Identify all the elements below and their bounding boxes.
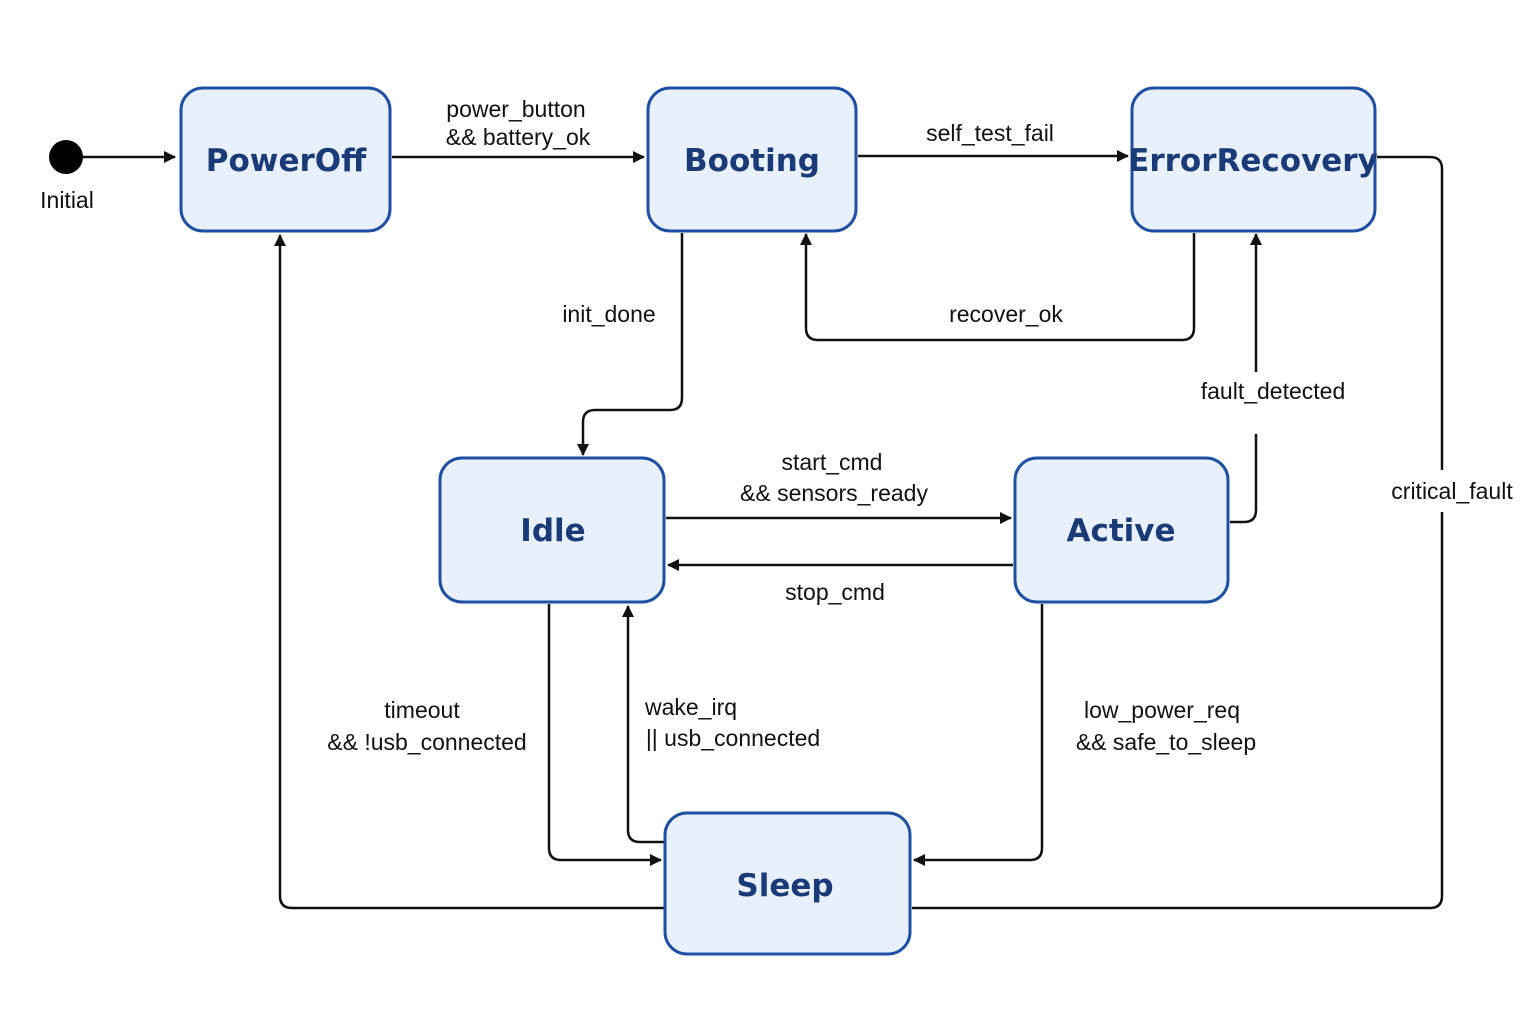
edge-active-to-sleep — [913, 604, 1044, 866]
edge-critical-fault-lower — [912, 512, 1444, 910]
state-booting-box — [646, 86, 858, 233]
label-start-cmd: start_cmd — [782, 449, 883, 475]
label-fault-detected: fault_detected — [1201, 378, 1346, 404]
label-usb-connected: || usb_connected — [646, 725, 820, 751]
state-booting-label: Booting — [684, 143, 820, 179]
label-timeout: timeout — [384, 697, 460, 723]
label-safe-to-sleep: && safe_to_sleep — [1076, 729, 1256, 755]
label-init-done: init_done — [562, 301, 655, 327]
label-low-power-req: low_power_req — [1084, 697, 1240, 723]
label-sensors-ready: && sensors_ready — [740, 480, 928, 506]
label-critical-fault: critical_fault — [1391, 478, 1513, 504]
state-poweroff: PowerOff — [179, 86, 392, 233]
state-poweroff-box — [179, 86, 392, 233]
edge-sleep-to-idle — [622, 605, 664, 844]
state-active-label: Active — [1066, 513, 1175, 549]
edge-critical-fault-upper — [1377, 155, 1444, 470]
label-usb-not-connected: && !usb_connected — [327, 729, 526, 755]
state-active-box — [1013, 456, 1230, 604]
state-errorrecovery-label: ErrorRecovery — [1128, 143, 1378, 179]
state-sleep-label: Sleep — [736, 868, 833, 904]
state-errorrecovery: ErrorRecovery — [1128, 86, 1378, 233]
edge-booting-to-idle — [577, 233, 684, 456]
label-stop-cmd: stop_cmd — [785, 579, 885, 605]
edge-errorrecovery-to-booting — [800, 233, 1196, 342]
state-active: Active — [1013, 456, 1230, 604]
state-idle: Idle — [438, 456, 666, 604]
initial-state-dot — [49, 140, 83, 174]
label-power-button: power_button — [446, 96, 585, 122]
state-errorrecovery-box — [1130, 86, 1377, 233]
label-wake-irq: wake_irq — [644, 694, 737, 720]
edge-idle-to-sleep — [547, 604, 662, 866]
state-poweroff-label: PowerOff — [206, 143, 367, 179]
label-self-test-fail: self_test_fail — [926, 120, 1054, 146]
state-sleep: Sleep — [663, 811, 912, 956]
state-idle-label: Idle — [520, 513, 585, 549]
edge-sleep-to-poweroff — [274, 234, 664, 910]
state-idle-box — [438, 456, 666, 604]
state-booting: Booting — [646, 86, 858, 233]
label-battery-ok: && battery_ok — [446, 124, 591, 150]
edge-active-to-errorrecovery-lower — [1230, 434, 1258, 524]
state-sleep-box — [663, 811, 912, 956]
initial-state-label: Initial — [40, 187, 94, 213]
label-recover-ok: recover_ok — [949, 301, 1063, 327]
